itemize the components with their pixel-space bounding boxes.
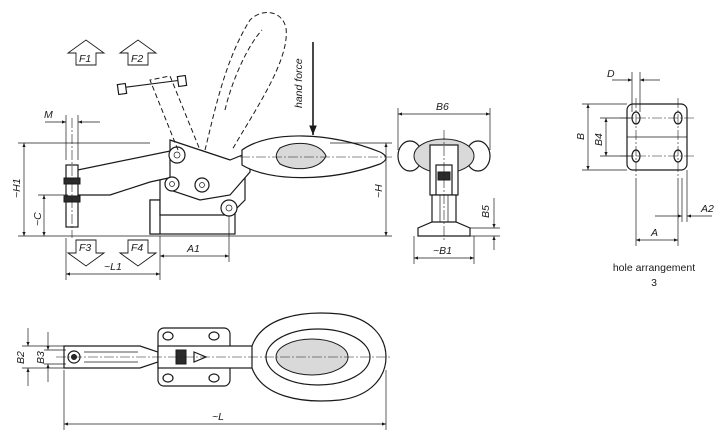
- dim-c-label: ~C: [32, 212, 44, 226]
- dim-b-label: B: [575, 133, 587, 140]
- hole-arrangement-view: D B B4 A A2 hole arrangement 3: [575, 68, 714, 289]
- hole-arrangement-number: 3: [651, 277, 657, 289]
- open-arm-ghost: [149, 75, 201, 151]
- dim-b3-label: B3: [35, 351, 47, 364]
- f3-label: F3: [79, 242, 91, 254]
- f2-arrow-box: F2: [118, 39, 158, 66]
- pivot-1: [168, 146, 186, 164]
- pivot-4: [220, 199, 238, 217]
- hand-force-label: hand force: [293, 58, 305, 108]
- dim-d-label: D: [607, 68, 615, 80]
- dim-a2-label: A2: [700, 203, 714, 215]
- dim-h1-label: ~H1: [11, 178, 23, 198]
- dim-a-label: A: [650, 227, 658, 239]
- base-flange: [149, 199, 161, 235]
- hole-arrangement-caption: hole arrangement: [613, 262, 695, 274]
- f1-arrow-box: F1: [66, 39, 106, 66]
- top-view: B2 B3 ~L: [15, 312, 392, 430]
- f4-label: F4: [131, 242, 143, 254]
- dim-h-label: ~H: [373, 184, 385, 198]
- dim-b4-label: B4: [593, 133, 605, 146]
- f4-arrow-box: F4: [118, 239, 158, 267]
- dim-b5-label: B5: [480, 205, 492, 218]
- pivot-2: [164, 176, 180, 192]
- front-view: B6 ~B1 B5: [397, 101, 500, 264]
- dim-b2-label: B2: [15, 351, 27, 364]
- pivot-3: [194, 177, 210, 193]
- dim-m-label: M: [44, 109, 53, 121]
- dim-l1-label: ~L1: [104, 261, 122, 273]
- f3-arrow-box: F3: [66, 239, 106, 267]
- f2-label: F2: [131, 53, 143, 65]
- side-view: hand force F1 F2 F3 F4 M ~H1: [11, 12, 392, 280]
- dim-b6-label: B6: [436, 101, 449, 113]
- f1-label: F1: [79, 53, 91, 65]
- dim-b1-label: ~B1: [433, 245, 452, 257]
- dim-l-label: ~L: [212, 411, 224, 423]
- handle-grip: [275, 142, 327, 170]
- dim-a1-label: A1: [186, 243, 200, 255]
- link-plate: [169, 139, 251, 201]
- open-handle-ghost: [204, 12, 287, 151]
- open-spindle-ghost: [119, 79, 183, 89]
